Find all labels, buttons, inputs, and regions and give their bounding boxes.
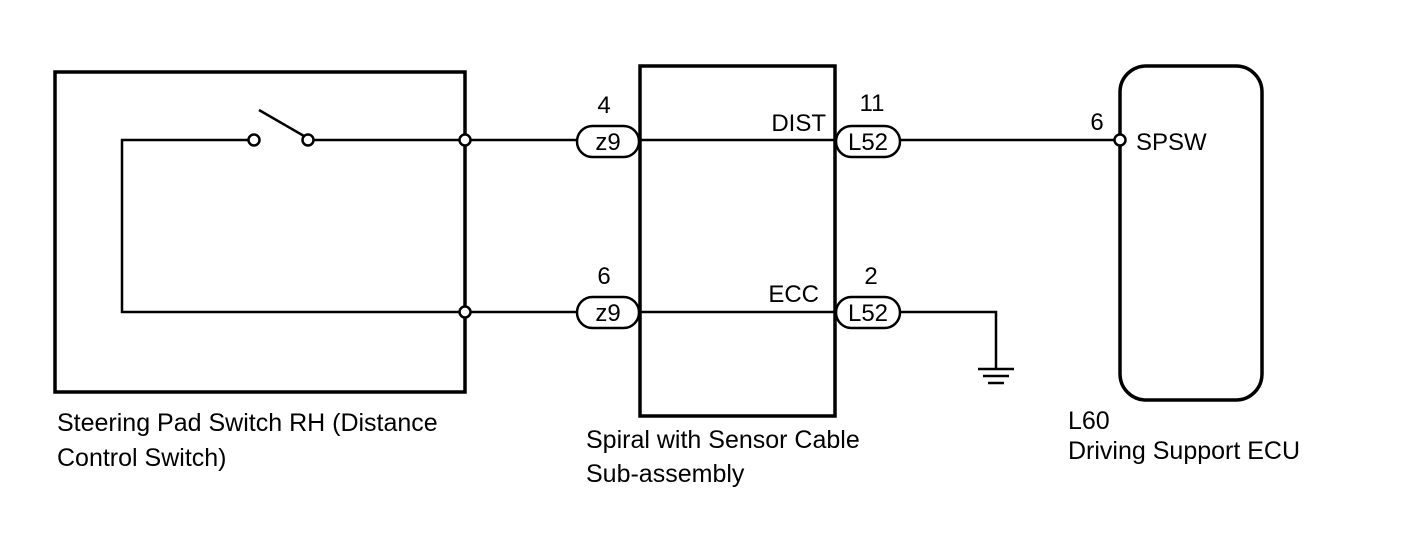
wire-l52-to-ground: [900, 310, 998, 368]
driving-support-ecu-box: [1118, 64, 1264, 402]
connector-l52-top-pin: 11: [860, 90, 885, 117]
ecu-name-label: Driving Support ECU: [1068, 437, 1300, 465]
driving-support-ecu: 6 SPSW L60 Driving Support ECU: [1068, 64, 1300, 465]
connector-z9-bottom-name: z9: [595, 300, 620, 327]
switch-terminal-bottom: [458, 305, 472, 319]
switch-terminal-top: [458, 133, 472, 147]
connector-z9-top-name: z9: [595, 129, 620, 156]
steering-pad-switch: Steering Pad Switch RH (Distance Control…: [53, 70, 467, 472]
ecu-code-label: L60: [1068, 407, 1110, 435]
connector-z9-bottom-pin: 6: [597, 263, 610, 290]
spiral-cable-label-line1: Spiral with Sensor Cable: [586, 426, 860, 454]
connector-l52-bottom: L52 2: [834, 263, 902, 330]
connector-z9-top-shape: [575, 124, 641, 159]
connector-z9-bottom-shape: [575, 295, 641, 330]
steering-pad-switch-label-line2: Control Switch): [57, 444, 227, 472]
connector-z9-top-pin: 4: [597, 92, 610, 119]
switch-lever: [258, 108, 305, 138]
spiral-signal-dist: DIST: [771, 110, 826, 137]
ecu-terminal-pin: 6: [1090, 109, 1103, 136]
connector-l52-top-name: L52: [848, 129, 888, 156]
connector-l52-top: L52 11: [834, 90, 902, 159]
spiral-cable-label-line2: Sub-assembly: [586, 460, 745, 488]
spiral-signal-ecc: ECC: [768, 281, 819, 308]
spiral-cable-box: [638, 64, 837, 418]
ground-icon: [978, 367, 1014, 385]
connector-l52-bottom-name: L52: [848, 300, 888, 327]
connector-l52-top-shape: [834, 124, 902, 159]
spiral-cable: DIST ECC Spiral with Sensor Cable Sub-as…: [586, 64, 860, 488]
ecu-terminal-spsw: [1113, 133, 1127, 147]
steering-pad-switch-label-line1: Steering Pad Switch RH (Distance: [57, 409, 438, 437]
connector-z9-bottom: z9 6: [575, 263, 641, 330]
switch-contact-right: [301, 133, 315, 147]
switch-contact-left: [247, 133, 261, 147]
switch-internal-loop: [120, 138, 465, 314]
connector-z9-top: z9 4: [575, 92, 641, 159]
steering-pad-switch-box: [53, 70, 467, 394]
ecu-terminal-name: SPSW: [1136, 129, 1207, 156]
connector-l52-bottom-pin: 2: [864, 263, 877, 290]
